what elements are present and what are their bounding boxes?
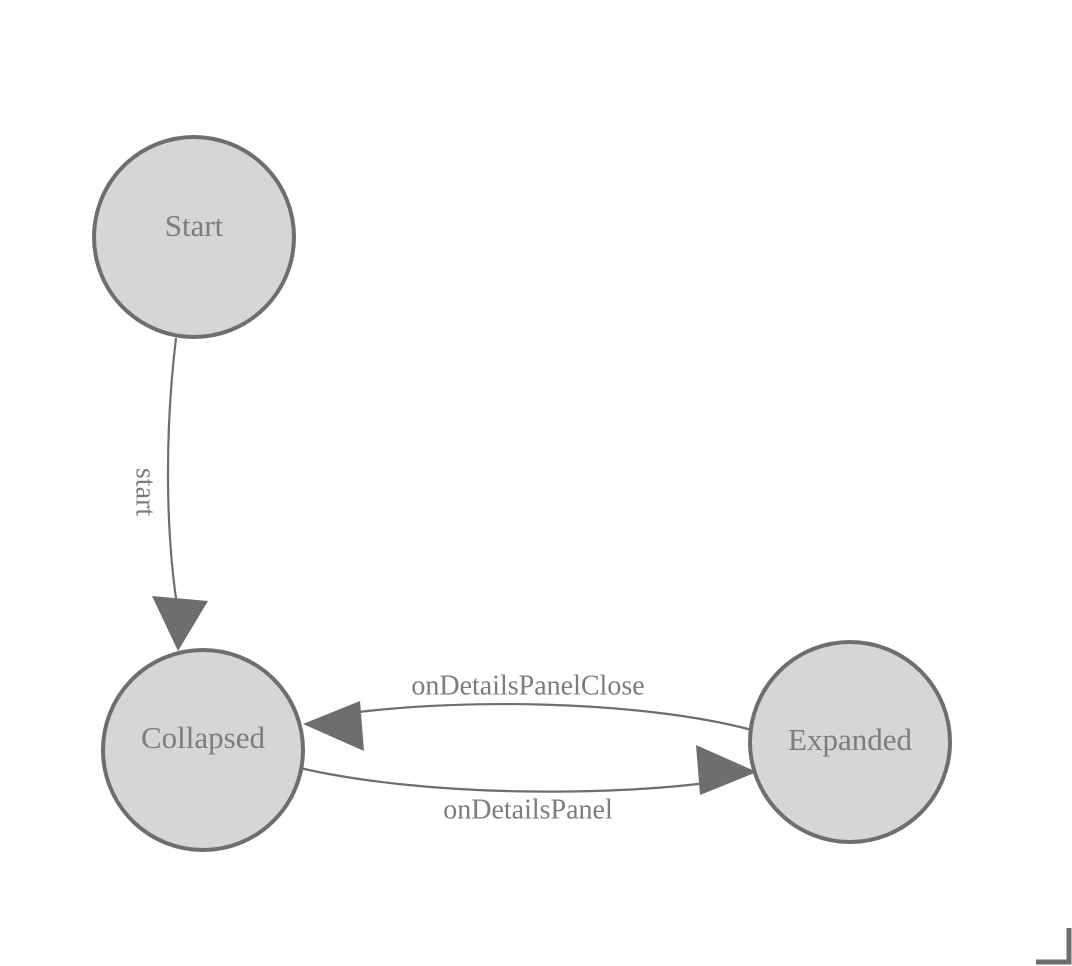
edge-label-on-details-panel: onDetailsPanel bbox=[443, 794, 613, 825]
node-collapsed-label: Collapsed bbox=[141, 720, 265, 755]
arrowhead-into-expanded-from-collapsed bbox=[696, 745, 757, 795]
arrowhead-into-collapsed-from-expanded bbox=[303, 701, 364, 751]
edge-path-expanded-to-collapsed bbox=[329, 702, 753, 732]
edge-path-collapsed-to-expanded bbox=[299, 766, 729, 793]
node-start-label: Start bbox=[165, 208, 224, 243]
node-start-circle bbox=[92, 135, 296, 339]
edge-start-to-collapsed[interactable] bbox=[152, 337, 208, 651]
edge-label-start: start bbox=[130, 468, 161, 516]
node-collapsed-circle bbox=[101, 648, 305, 852]
node-expanded[interactable]: Expanded bbox=[748, 640, 952, 844]
edge-label-on-details-panel-close: onDetailsPanelClose bbox=[411, 670, 644, 701]
arrowhead-into-collapsed-from-start bbox=[152, 596, 208, 651]
corner-bracket-icon bbox=[1036, 928, 1072, 965]
node-start[interactable]: Start bbox=[92, 135, 296, 339]
edge-expanded-to-collapsed[interactable] bbox=[303, 701, 753, 751]
node-expanded-circle bbox=[748, 640, 952, 844]
edge-path-start-to-collapsed bbox=[166, 337, 180, 613]
node-expanded-label: Expanded bbox=[788, 722, 912, 757]
node-collapsed[interactable]: Collapsed bbox=[101, 648, 305, 852]
edge-collapsed-to-expanded[interactable] bbox=[299, 745, 757, 795]
